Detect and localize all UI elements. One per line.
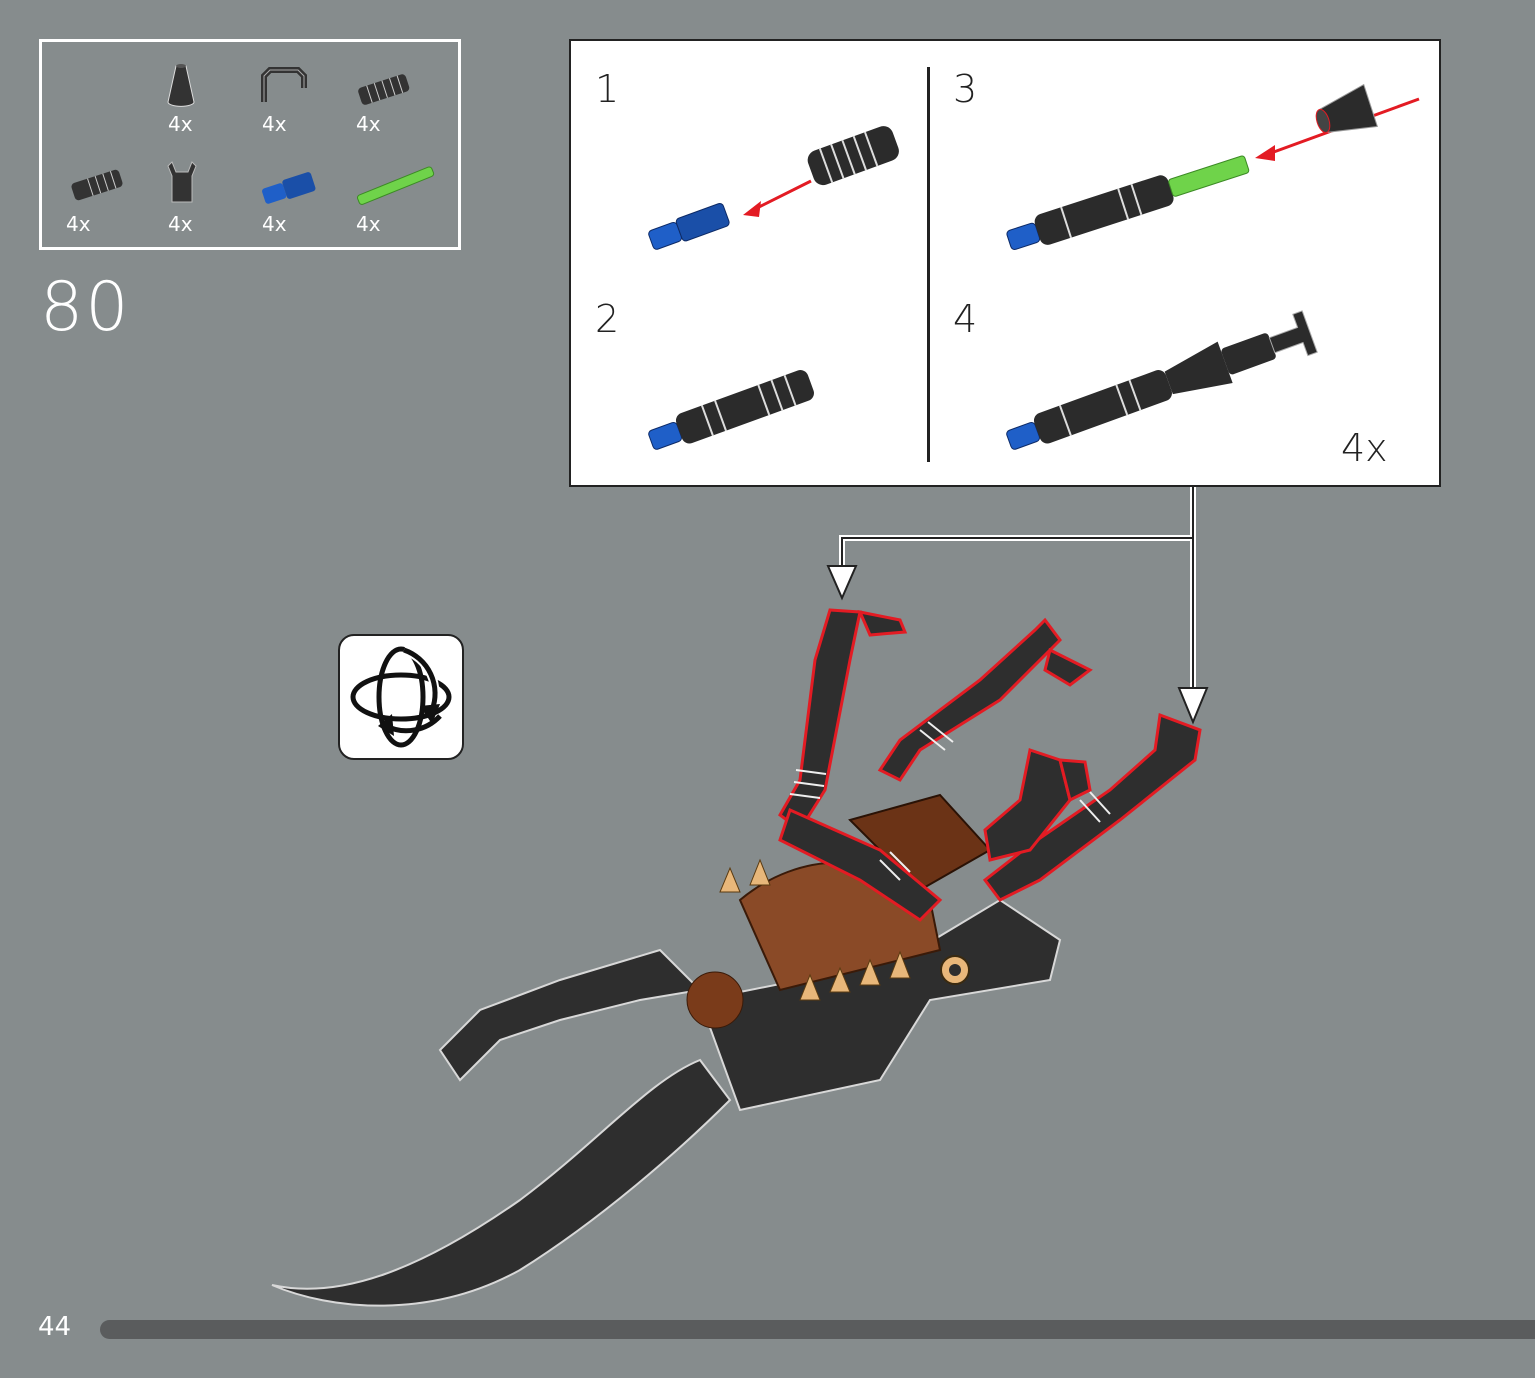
green-axle-part-icon bbox=[356, 166, 435, 205]
bracket-part-icon bbox=[261, 67, 307, 102]
callout-divider bbox=[927, 67, 930, 462]
rotate-model-icon bbox=[338, 634, 464, 760]
progress-bar bbox=[100, 1320, 1535, 1339]
part-qty: 4x bbox=[168, 212, 193, 236]
sub-step-3-illustration bbox=[1006, 83, 1420, 250]
part-cone: 4x bbox=[162, 62, 252, 142]
part-clip: 4x bbox=[162, 158, 252, 238]
part-qty: 4x bbox=[168, 112, 193, 136]
callout-multiplier: 4x bbox=[1341, 426, 1388, 470]
rotate-icon bbox=[350, 645, 452, 748]
sub-step-4-illustration bbox=[1006, 310, 1318, 450]
step-number: 80 bbox=[40, 268, 131, 347]
blue-pin-part-icon bbox=[262, 172, 316, 204]
page-number: 44 bbox=[38, 1312, 72, 1342]
parts-list-box: 4x 4x 4x bbox=[39, 39, 461, 250]
arrow-down-right bbox=[1177, 687, 1209, 725]
part-qty: 4x bbox=[356, 212, 381, 236]
leg-ribbing bbox=[789, 721, 1111, 881]
ribbed-connector-icon bbox=[358, 74, 410, 105]
sub-step-4-label: 4 bbox=[953, 297, 978, 341]
sub-step-2-label: 2 bbox=[595, 297, 620, 341]
teeth bbox=[719, 858, 911, 1001]
sub-step-1-label: 1 bbox=[595, 67, 620, 111]
part-ribbed-connector: 4x bbox=[350, 62, 440, 142]
sub-step-3-label: 3 bbox=[953, 67, 978, 111]
part-qty: 4x bbox=[262, 112, 287, 136]
claw bbox=[438, 948, 703, 1082]
part-blue-pin: 4x bbox=[256, 162, 346, 242]
part-bracket: 4x bbox=[256, 62, 346, 142]
sub-step-1-illustration bbox=[648, 126, 899, 250]
part-ball-joint-connector: 4x bbox=[62, 160, 152, 240]
brown-dome bbox=[686, 971, 744, 1029]
callout-illustrations bbox=[648, 83, 1420, 450]
cone-part-icon bbox=[167, 64, 195, 107]
part-qty: 4x bbox=[66, 212, 91, 236]
sub-step-2-illustration bbox=[648, 370, 814, 450]
part-green-axle: 4x bbox=[350, 162, 440, 242]
arrow-down-left bbox=[826, 565, 858, 601]
clip-part-icon bbox=[167, 161, 197, 203]
legs-highlighted bbox=[778, 608, 1202, 922]
ball-joint-connector-icon bbox=[71, 169, 123, 201]
tail bbox=[271, 1058, 732, 1307]
part-qty: 4x bbox=[262, 212, 287, 236]
sub-assembly-callout: 1 2 3 4 4x bbox=[569, 39, 1441, 487]
part-qty: 4x bbox=[356, 112, 381, 136]
